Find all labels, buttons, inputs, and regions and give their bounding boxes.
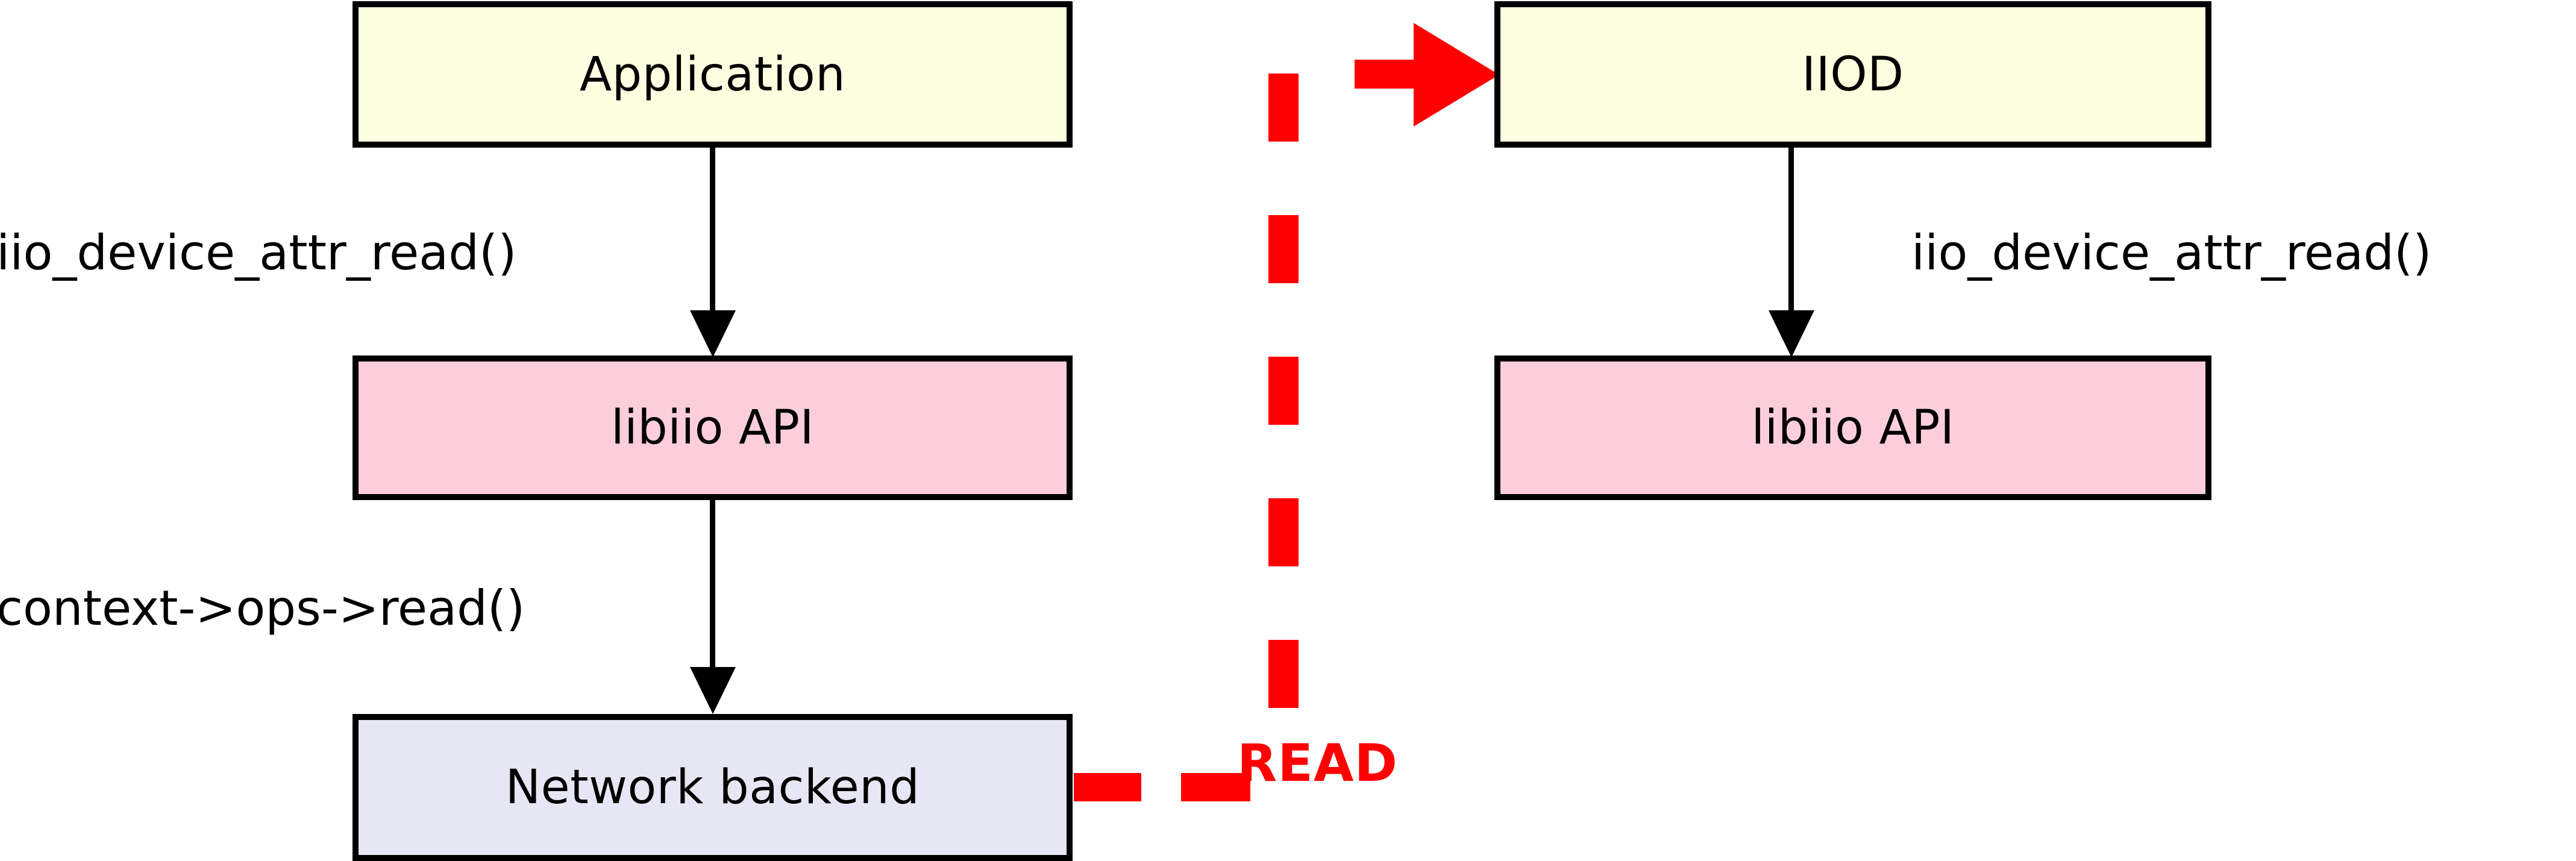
- arrow-head-icon: [1769, 310, 1814, 357]
- arrow-application-to-libiio-api: [690, 148, 758, 357]
- transfer-dash: [1074, 773, 1141, 801]
- network-boundary-dashed-line: [1268, 0, 1299, 831]
- boundary-dash: [1268, 640, 1299, 708]
- arrow-head: [1414, 23, 1499, 127]
- boundary-dash: [1268, 357, 1299, 425]
- arrow-shaft: [710, 148, 715, 321]
- transfer-dash: [1181, 773, 1250, 801]
- node-libiio-api-server: libiio API: [1494, 355, 2211, 500]
- arrow-iiod-to-libiio-api: [1769, 148, 1837, 357]
- node-application: Application: [353, 1, 1073, 148]
- right-arrow-icon: [1355, 23, 1499, 127]
- boundary-dash: [1268, 74, 1299, 142]
- node-network-backend: Network backend: [353, 714, 1073, 861]
- boundary-dash: [1268, 498, 1299, 566]
- edge-label-iiod-call: iio_device_attr_read(): [1911, 225, 2432, 281]
- arrow-shaft: [710, 500, 715, 678]
- node-libiio-api-client: libiio API: [353, 355, 1073, 500]
- arrow-shaft: [1788, 148, 1794, 321]
- transfer-label-read: READ: [1237, 733, 1398, 794]
- edge-label-backend-ops-call: context->ops->read(): [0, 580, 525, 636]
- boundary-dash: [1268, 215, 1299, 283]
- arrow-head-icon: [690, 310, 736, 357]
- arrow-head-icon: [690, 667, 736, 714]
- arrow-libiio-api-to-network-backend: [690, 500, 758, 715]
- node-iiod: IIOD: [1494, 1, 2211, 148]
- edge-label-application-call: iio_device_attr_read(): [0, 225, 517, 281]
- arrow-shaft: [1355, 60, 1420, 89]
